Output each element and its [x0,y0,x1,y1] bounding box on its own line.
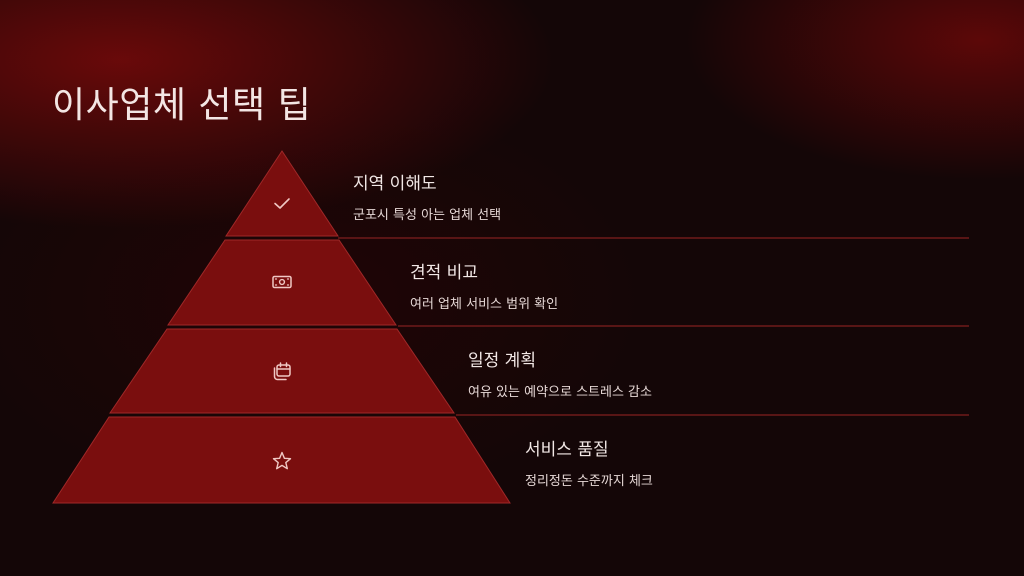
tier-3-heading: 일정 계획 [468,351,536,371]
tier-3-text: 일정 계획 여유 있는 예약으로 스트레스 감소 [468,346,652,400]
tier-4-description: 정리정돈 수준까지 체크 [525,474,653,489]
tier-4-text: 서비스 품질 정리정돈 수준까지 체크 [525,435,653,489]
tier-2-shape [167,239,397,326]
tier-1-text: 지역 이해도 군포시 특성 아는 업체 선택 [353,169,501,223]
tier-3-shape [109,328,455,414]
tier-2-heading: 견적 비교 [410,263,478,283]
page-title: 이사업체 선택 팁 [52,85,312,126]
calendar-icon [273,362,291,381]
banknote-icon [272,275,292,289]
tier-4-heading: 서비스 품질 [525,440,609,460]
check-icon [274,198,290,209]
tier-3-description: 여유 있는 예약으로 스트레스 감소 [468,385,652,400]
tier-1-description: 군포시 특성 아는 업체 선택 [353,208,502,223]
tier-1-shape [225,150,339,237]
tier-2-text: 견적 비교 여러 업체 서비스 범위 확인 [410,258,558,312]
tier-4-shape [52,416,511,504]
star-icon [272,451,292,470]
tier-1-heading: 지역 이해도 [353,174,437,194]
tier-2-description: 여러 업체 서비스 범위 확인 [410,297,559,312]
